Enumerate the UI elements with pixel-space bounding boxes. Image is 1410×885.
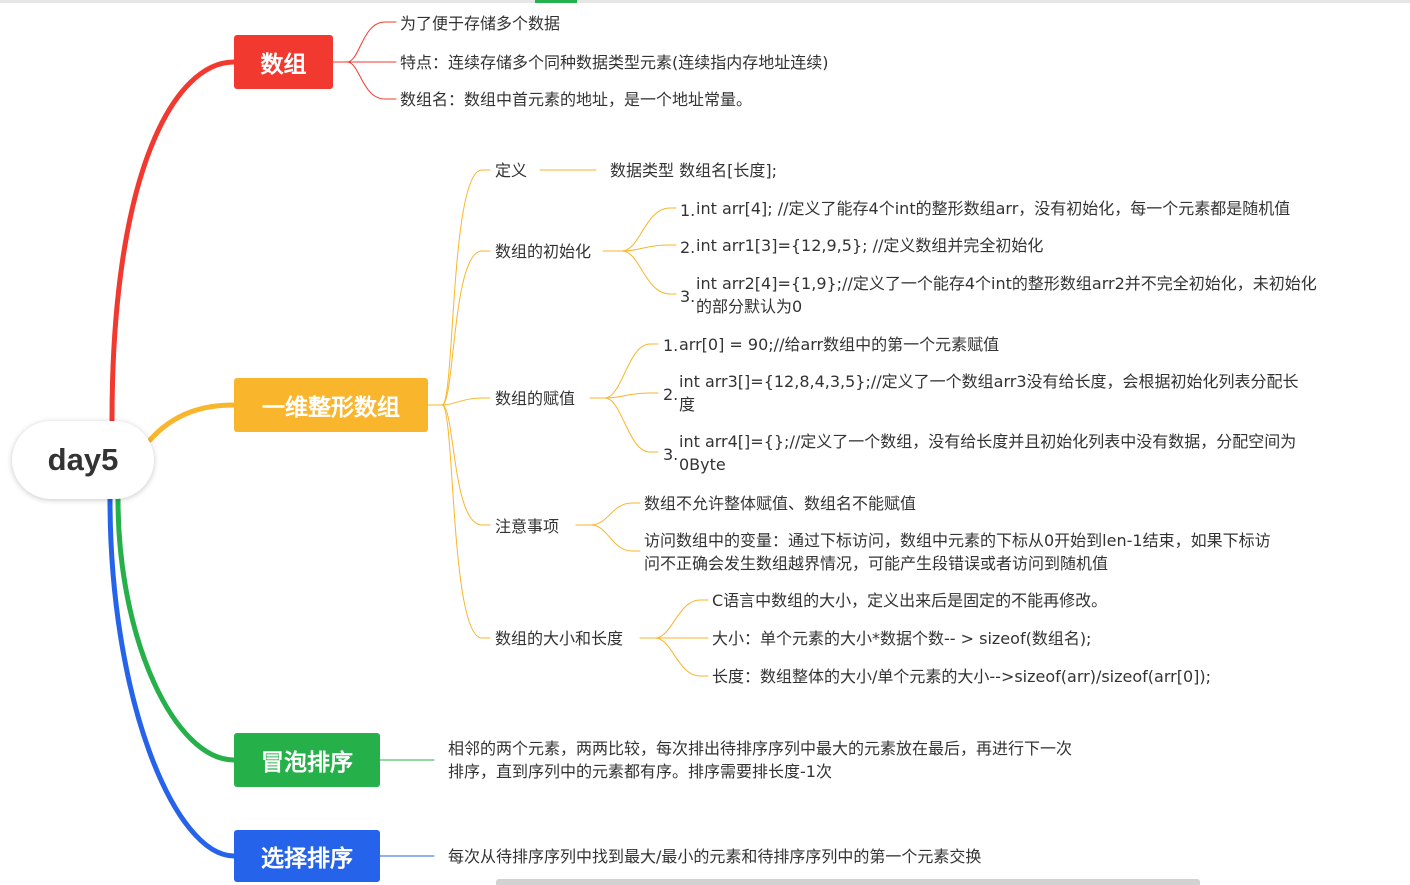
selection-sort-description[interactable]: 每次从待排序序列中找到最大/最小的元素和待排序序列中的第一个元素交换 (448, 847, 982, 866)
branch-selection-sort[interactable]: 选择排序 (234, 830, 380, 882)
size-item-1[interactable]: C语言中数组的大小，定义出来后是固定的不能再修改。 (712, 591, 1108, 610)
top-border (0, 0, 1410, 3)
top-accent (535, 0, 577, 3)
branch-1d-int-array[interactable]: 一维整形数组 (234, 378, 428, 432)
assign-item-3[interactable]: int arr4[]={};//定义了一个数组，没有给长度并且初始化列表中没有数… (679, 432, 1297, 474)
size-label[interactable]: 数组的大小和长度 (495, 629, 624, 648)
link-root-b1 (109, 59, 237, 424)
init-item-3[interactable]: int arr2[4]={1,9};//定义了一个能存4个int的整形数组arr… (696, 274, 1317, 316)
init-item-3-number: 3. (680, 287, 696, 306)
init-item-1-number: 1. (680, 201, 696, 220)
notes-label[interactable]: 注意事项 (495, 517, 560, 536)
assign-item-2[interactable]: int arr3[]={12,8,4,3,5};//定义了一个数组arr3没有给… (679, 372, 1299, 414)
link-root-b3 (115, 496, 237, 763)
definition-label[interactable]: 定义 (495, 161, 528, 180)
branch-array[interactable]: 数组 (234, 35, 333, 89)
assign-item-1[interactable]: arr[0] = 90;//给arr数组中的第一个元素赋值 (679, 335, 1000, 354)
init-item-1[interactable]: int arr[4]; //定义了能存4个int的整形数组arr，没有初始化，每… (696, 199, 1291, 218)
size-item-3[interactable]: 长度：数组整体的大小/单个元素的大小-->sizeof(arr)/sizeof(… (712, 667, 1212, 686)
assign-item-3-number: 3. (663, 445, 679, 464)
array-name[interactable]: 数组名：数组中首元素的地址，是一个地址常量。 (400, 90, 753, 109)
definition-syntax[interactable]: 数据类型 数组名[长度]; (610, 161, 777, 180)
init-label[interactable]: 数组的初始化 (495, 242, 592, 261)
size-item-2[interactable]: 大小：单个元素的大小*数据个数-- > sizeof(数组名); (712, 629, 1092, 648)
array-purpose[interactable]: 为了便于存储多个数据 (400, 14, 561, 33)
assign-item-1-number: 1. (663, 336, 679, 355)
root-node[interactable]: day5 (12, 421, 154, 499)
notes-item-2[interactable]: 访问数组中的变量：通过下标访问，数组中元素的下标从0开始到len-1结束，如果下… (644, 531, 1271, 573)
branch-bubble-sort[interactable]: 冒泡排序 (234, 733, 380, 787)
array-feature[interactable]: 特点：连续存储多个同种数据类型元素(连续指内存地址连续) (400, 53, 829, 72)
notes-item-1[interactable]: 数组不允许整体赋值、数组名不能赋值 (644, 494, 917, 513)
init-item-2-number: 2. (680, 238, 696, 257)
assign-label[interactable]: 数组的赋值 (495, 389, 576, 408)
init-item-2[interactable]: int arr1[3]={12,9,5}; //定义数组并完全初始化 (696, 236, 1044, 255)
bubble-sort-description[interactable]: 相邻的两个元素，两两比较，每次排出待排序序列中最大的元素放在最后，再进行下一次排… (448, 739, 1073, 781)
link-root-b2 (147, 402, 237, 443)
assign-item-2-number: 2. (663, 385, 679, 404)
link-root-b4 (107, 496, 237, 859)
horizontal-scrollbar[interactable] (496, 879, 1200, 885)
